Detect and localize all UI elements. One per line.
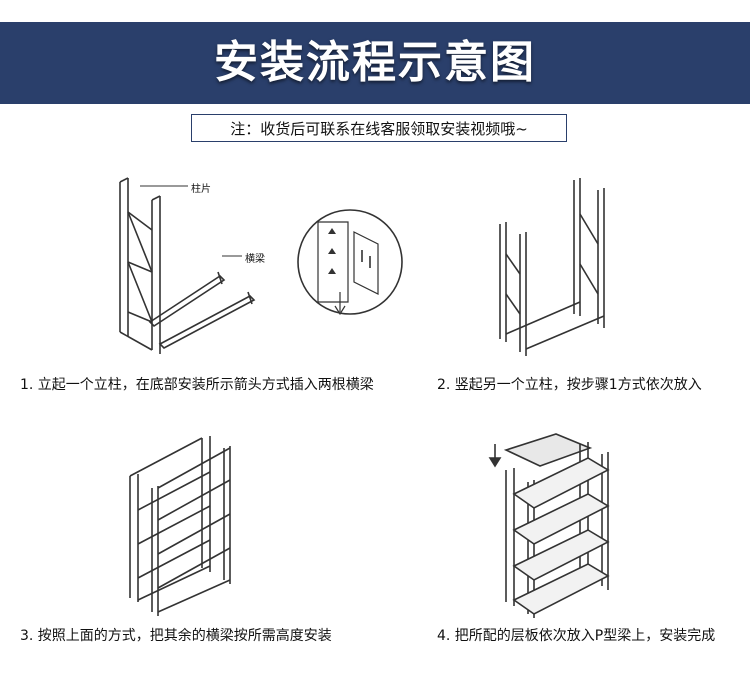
step-3-caption: 3. 按照上面的方式，把其余的横梁按所需高度安装 xyxy=(20,628,332,644)
step-1-label-beam: 横梁 xyxy=(245,254,265,265)
step-3-illustration xyxy=(120,428,240,620)
upright-frame xyxy=(120,178,160,354)
step-4-illustration xyxy=(488,430,618,620)
step-1-label-column: 柱片 xyxy=(191,184,211,195)
header-banner: 安装流程示意图 xyxy=(0,22,750,104)
install-video-note: 注：收货后可联系在线客服领取安装视频哦~ xyxy=(191,114,567,142)
down-arrow-icon xyxy=(490,444,500,466)
beams xyxy=(150,272,254,348)
left-upright xyxy=(500,222,526,356)
shelf-panel xyxy=(506,434,590,466)
step-4-caption: 4. 把所配的层板依次放入P型梁上，安装完成 xyxy=(437,628,716,644)
step-1-illustration xyxy=(100,172,403,362)
page-title: 安装流程示意图 xyxy=(214,37,536,88)
beams xyxy=(130,438,230,612)
step-1-caption: 1. 立起一个立柱，在底部安装所示箭头方式插入两根横梁 xyxy=(20,377,374,393)
step-2-caption: 2. 竖起另一个立柱，按步骤1方式依次放入 xyxy=(437,377,702,393)
bracket-detail-circle xyxy=(297,209,403,314)
bottom-beams xyxy=(506,302,604,349)
step-2-illustration xyxy=(490,174,620,364)
right-upright xyxy=(574,178,604,328)
shelves xyxy=(514,458,608,614)
